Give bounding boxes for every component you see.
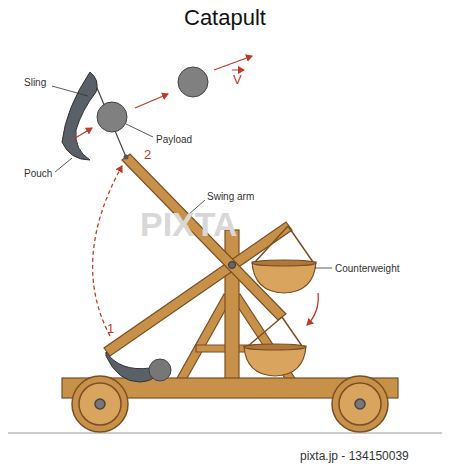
part-label: Swing arm xyxy=(207,191,254,202)
watermark: PIXTA xyxy=(140,206,238,243)
vector-symbol: V xyxy=(233,73,242,87)
part-label: Counterweight xyxy=(335,263,399,274)
part-label: Sling xyxy=(24,77,46,88)
callout-number: 1 xyxy=(107,322,114,336)
watermark: pixta.jp - 134150039 xyxy=(300,450,409,463)
diagram-title: Catapult xyxy=(184,6,266,30)
part-label: Payload xyxy=(156,134,192,145)
callout-number: 2 xyxy=(144,148,151,162)
part-label: Pouch xyxy=(24,168,52,179)
